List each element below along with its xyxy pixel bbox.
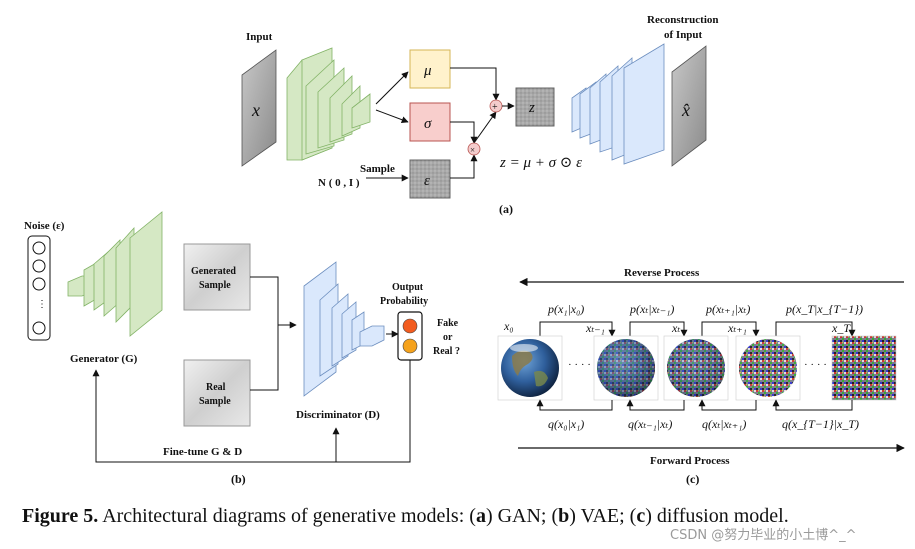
- diffusion-image-xT: [831, 335, 897, 401]
- gan-fake-line1: Fake: [437, 318, 459, 329]
- vae-input-title: Input: [246, 31, 273, 43]
- diffusion-xt: xₜ: [671, 321, 680, 335]
- diffusion-q1: q(x₀|x₁): [548, 417, 584, 431]
- caption-figure-number: Figure 5.: [22, 505, 99, 527]
- gan-discriminator-stack: [303, 261, 385, 397]
- vae-equation: z = μ + σ ⊙ ε: [499, 155, 582, 171]
- diffusion-panel-label: (c): [686, 472, 699, 486]
- caption-text-4: ) diffusion model.: [645, 505, 789, 527]
- svg-text:×: ×: [470, 145, 475, 155]
- diffusion-p1: p(x₁|x₀): [547, 302, 584, 316]
- vae-panel-label: (a): [499, 202, 513, 216]
- svg-text:+: +: [492, 102, 498, 113]
- diffusion-p4: p(x_T|x_{T−1}): [785, 302, 863, 316]
- caption-text-2: ) GAN; (: [485, 505, 559, 527]
- vae-mu-box: [409, 49, 451, 89]
- gan-real-sample-line1: Real: [206, 382, 226, 393]
- figure-caption: Figure 5. Architectural diagrams of gene…: [22, 505, 902, 528]
- gan-panel-label: (b): [231, 472, 246, 486]
- diffusion-dots-1: · · · ·: [568, 359, 591, 371]
- vae-z-box: [515, 87, 555, 127]
- vae-recon-title-1: Reconstruction: [647, 14, 719, 26]
- vae-decoder-stack: [571, 43, 665, 165]
- svg-text:⋮: ⋮: [37, 299, 47, 310]
- gan-output-line1: Output: [392, 282, 424, 293]
- gan-noise-label: Noise (ε): [24, 220, 65, 232]
- diffusion-forward-label: Forward Process: [650, 455, 730, 467]
- diffusion-q3: q(xₜ|xₜ₊₁): [702, 417, 746, 431]
- vae-output-slab: [671, 45, 707, 167]
- gan-fake-line3: Real ?: [433, 346, 460, 357]
- vae-epsilon-label: ε: [424, 173, 430, 189]
- vae-sample-label: Sample: [360, 163, 395, 175]
- vae-recon-title-2: of Input: [664, 29, 703, 41]
- gan-generated-sample: [183, 243, 251, 311]
- gan-generator-label: Generator (G): [70, 353, 138, 365]
- vae-epsilon-box: [409, 159, 451, 199]
- gan-generated-sample-line1: Generated: [191, 266, 236, 277]
- diffusion-p2: p(xₜ|xₜ₋₁): [629, 302, 674, 316]
- caption-text-3: ) VAE; (: [569, 505, 637, 527]
- gan-generator-stack: [67, 211, 163, 337]
- gan-generated-sample-line2: Sample: [199, 280, 231, 291]
- diffusion-xt-plus-1: xₜ₊₁: [727, 321, 747, 335]
- csdn-watermark: CSDN @努力毕业的小土博^_^: [670, 528, 857, 543]
- vae-sigma-label: σ: [424, 116, 432, 132]
- vae-sigma-box: [409, 102, 451, 142]
- caption-c: c: [636, 505, 646, 527]
- diffusion-xt-minus-1: xₜ₋₁: [585, 321, 605, 335]
- vae-normal-label: N ( 0 , I ): [318, 177, 360, 189]
- vae-mu-label: μ: [423, 63, 432, 79]
- caption-text-1: Architectural diagrams of generative mod…: [98, 505, 476, 527]
- diffusion-q2: q(xₜ₋₁|xₜ): [628, 417, 672, 431]
- gan-orange-light: [402, 338, 418, 354]
- gan-finetune-label: Fine-tune G & D: [163, 446, 242, 458]
- diffusion-panel: Reverse Process p(x₁|x₀) p(xₜ|xₜ₋₁) p(xₜ…: [497, 267, 905, 486]
- gan-output-line2: Probability: [380, 296, 428, 307]
- vae-xhat-symbol: x̂: [681, 100, 690, 120]
- gan-fake-line2: or: [443, 332, 453, 343]
- vae-panel: Input x μ σ ε Sample N ( 0 , I ): [241, 14, 719, 216]
- vae-input-slab: [241, 49, 277, 167]
- vae-input-symbol: x: [251, 100, 260, 120]
- diffusion-xT: x_T: [831, 321, 851, 335]
- gan-panel: Noise (ε) ⋮ Generator (G) Generated Samp…: [24, 211, 460, 486]
- diffusion-dots-2: · · · ·: [804, 359, 827, 371]
- caption-b: b: [558, 505, 570, 527]
- vae-z-label: z: [528, 100, 535, 116]
- diffusion-reverse-label: Reverse Process: [624, 267, 700, 279]
- gan-real-sample: [183, 359, 251, 427]
- vae-encoder-stack: [286, 47, 371, 161]
- diffusion-x0: x₀: [503, 319, 514, 333]
- gan-discriminator-label: Discriminator (D): [296, 409, 380, 421]
- diffusion-q4: q(x_{T−1}|x_T): [782, 417, 859, 431]
- gan-red-light: [402, 318, 418, 334]
- vae-multiply-node: [467, 142, 481, 156]
- diffusion-p3: p(xₜ₊₁|xₜ): [705, 302, 750, 316]
- gan-real-sample-line2: Sample: [199, 396, 231, 407]
- caption-a: a: [475, 505, 486, 527]
